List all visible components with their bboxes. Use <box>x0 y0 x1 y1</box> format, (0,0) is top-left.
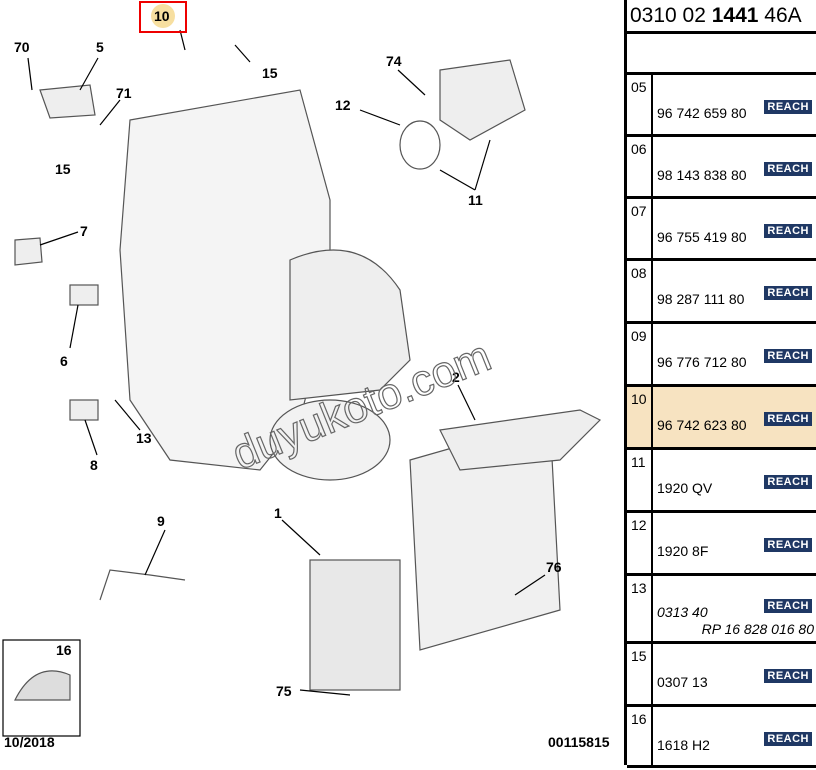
callout-7[interactable]: 7 <box>80 223 88 239</box>
part-reference[interactable]: 1618 H2 <box>657 737 710 753</box>
part-number: 11 <box>627 450 653 510</box>
part-row[interactable]: 15 0307 13 REACH <box>627 644 816 707</box>
part-number: 10 <box>627 387 653 447</box>
ref-suffix: 46A <box>758 4 802 27</box>
ref-bold: 1441 <box>711 4 759 27</box>
callout-11[interactable]: 11 <box>468 192 483 208</box>
part-row[interactable]: 16 1618 H2 REACH <box>627 707 816 768</box>
callout-71[interactable]: 71 <box>116 85 132 101</box>
reach-badge: REACH <box>764 100 812 114</box>
part-number: 15 <box>627 644 653 704</box>
alternate-reference[interactable]: RP 16 828 016 80 <box>701 621 814 637</box>
parts-diagram: 10 70 5 15 71 15 7 6 13 8 74 12 11 2 9 1… <box>2 1 610 750</box>
callout-74[interactable]: 74 <box>386 53 402 69</box>
part-number: 12 <box>627 513 653 573</box>
part-reference[interactable]: 96 742 623 80 <box>657 417 747 433</box>
part-reference[interactable]: 0313 40 <box>657 604 708 620</box>
part-reference[interactable]: 1920 8F <box>657 543 709 559</box>
part-number: 08 <box>627 261 653 321</box>
part-reference[interactable]: 96 755 419 80 <box>657 229 747 245</box>
callout-15b[interactable]: 15 <box>55 161 71 177</box>
callout-5[interactable]: 5 <box>96 39 104 55</box>
part-row[interactable]: 06 98 143 838 80 REACH <box>627 137 816 199</box>
part-reference[interactable]: 0307 13 <box>657 674 708 690</box>
part-number: 05 <box>627 75 653 134</box>
reach-badge: REACH <box>764 349 812 363</box>
part-number: 13 <box>627 576 653 641</box>
ref-prefix: 0310 02 <box>630 4 712 27</box>
callout-8[interactable]: 8 <box>90 457 98 473</box>
callout-6[interactable]: 6 <box>60 353 68 369</box>
reach-badge: REACH <box>764 599 812 613</box>
diagram-ref: 00115815 <box>548 734 610 750</box>
engine-illustration: 10 70 5 15 71 15 7 6 13 8 74 12 11 2 9 1… <box>2 1 610 750</box>
callouts: 10 70 5 15 71 15 7 6 13 8 74 12 11 2 9 1… <box>14 8 562 699</box>
callout-10[interactable]: 10 <box>154 8 170 24</box>
part-reference[interactable]: 96 776 712 80 <box>657 354 747 370</box>
part-row[interactable]: 08 98 287 111 80 REACH <box>627 261 816 324</box>
callout-13[interactable]: 13 <box>136 430 152 446</box>
reach-badge: REACH <box>764 732 812 746</box>
selected-part-highlight <box>139 1 187 33</box>
reach-badge: REACH <box>764 475 812 489</box>
callout-15[interactable]: 15 <box>262 65 278 81</box>
part-reference[interactable]: 98 287 111 80 <box>657 291 745 307</box>
reach-badge: REACH <box>764 224 812 238</box>
part-row[interactable]: 11 1920 QV REACH <box>627 450 816 513</box>
callout-2[interactable]: 2 <box>452 369 460 385</box>
reach-badge: REACH <box>764 286 812 300</box>
part-row[interactable]: 12 1920 8F REACH <box>627 513 816 576</box>
part-number: 07 <box>627 199 653 258</box>
blank-row <box>627 34 816 75</box>
part-number: 09 <box>627 324 653 384</box>
part-row[interactable]: 05 96 742 659 80 REACH <box>627 75 816 137</box>
part-reference[interactable]: 96 742 659 80 <box>657 105 747 121</box>
callout-16[interactable]: 16 <box>56 642 72 658</box>
callout-12[interactable]: 12 <box>335 97 351 113</box>
callout-70[interactable]: 70 <box>14 39 30 55</box>
part-row[interactable]: 07 96 755 419 80 REACH <box>627 199 816 261</box>
part-number: 16 <box>627 707 653 765</box>
reach-badge: REACH <box>764 162 812 176</box>
part-row[interactable]: 10 96 742 623 80 REACH <box>627 387 816 450</box>
reach-badge: REACH <box>764 669 812 683</box>
part-row[interactable]: 09 96 776 712 80 REACH <box>627 324 816 387</box>
part-row[interactable]: 13 0313 40 REACH RP 16 828 016 80 <box>627 576 816 644</box>
part-reference[interactable]: 98 143 838 80 <box>657 167 747 183</box>
reach-badge: REACH <box>764 538 812 552</box>
part-number: 06 <box>627 137 653 196</box>
callout-9[interactable]: 9 <box>157 513 165 529</box>
diagram-date: 10/2018 <box>4 734 55 750</box>
part-reference[interactable]: 1920 QV <box>657 480 713 496</box>
callout-76[interactable]: 76 <box>546 559 562 575</box>
reach-badge: REACH <box>764 412 812 426</box>
callout-75[interactable]: 75 <box>276 683 292 699</box>
callout-1[interactable]: 1 <box>274 505 282 521</box>
parts-list-panel: 0310 02 1441 46A 05 96 742 659 80 REACH … <box>624 0 816 768</box>
assembly-reference: 0310 02 1441 46A <box>627 0 816 34</box>
